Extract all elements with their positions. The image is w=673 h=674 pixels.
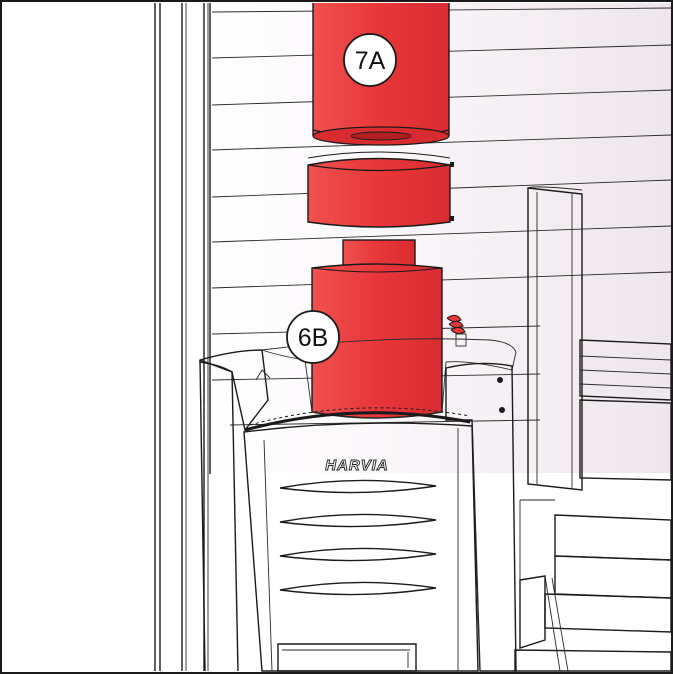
callout-7a-label: 7A [355, 47, 386, 75]
callout-6b: 6B [287, 311, 339, 363]
callout-6b-label: 6B [298, 324, 329, 352]
brand-logo: HARVIA [325, 457, 389, 474]
callout-7a: 7A [344, 34, 396, 86]
stone-ring-element [308, 152, 454, 227]
